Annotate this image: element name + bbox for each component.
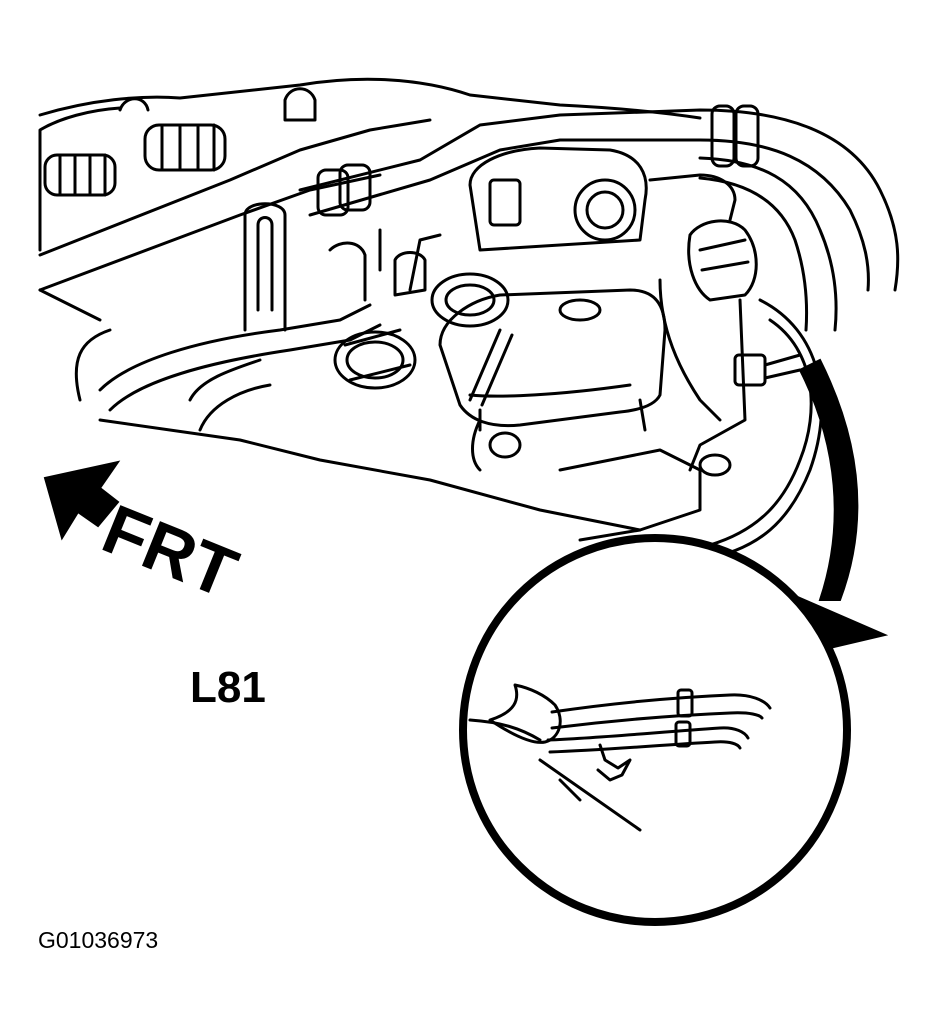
inset-hose-lower [546,726,750,742]
detail-inset-drawing [468,683,772,832]
wheel-arch [698,298,823,562]
heater-hose-lower [698,156,838,332]
coolant-reservoir [438,288,667,472]
front-direction-indicator: FRT [43,460,248,613]
hose-clamp-3 [316,168,350,217]
hose-clamp-4 [338,163,372,212]
detail-inset-border [459,534,851,926]
lower-bracket [558,448,702,542]
valve-assembly [658,219,802,472]
dipstick-handle [243,202,287,332]
front-direction-label: FRT [92,490,247,613]
heater-hose-upper [298,108,900,292]
engine-cover-outline [38,77,702,120]
engine-lower-edge [74,328,642,532]
hose-clamp-1 [710,104,736,168]
air-filter-housing [468,146,737,252]
detail-inset [459,534,851,926]
front-direction-arrow-icon [43,460,121,541]
inset-grommet [488,683,562,744]
left-couplings [43,87,317,197]
curved-arrow-shaft [798,358,859,601]
hose-clamp-2 [734,104,760,168]
engine-compartment-drawing [38,77,900,562]
heater-hose-lower-inner [698,176,809,332]
valve-cover-top [38,118,432,257]
engine-code-label: L81 [190,663,266,712]
inset-clip [596,743,632,782]
intake-coupling [333,272,510,390]
figure-id-label: G01036973 [38,927,158,953]
heater-hose-upper-inner [308,138,870,292]
inset-hose-upper [550,693,772,714]
valve-cover-side [38,288,102,322]
valve-cover-lower [38,173,382,292]
fuel-rail [98,303,372,392]
engine-cover-edge [38,106,122,252]
